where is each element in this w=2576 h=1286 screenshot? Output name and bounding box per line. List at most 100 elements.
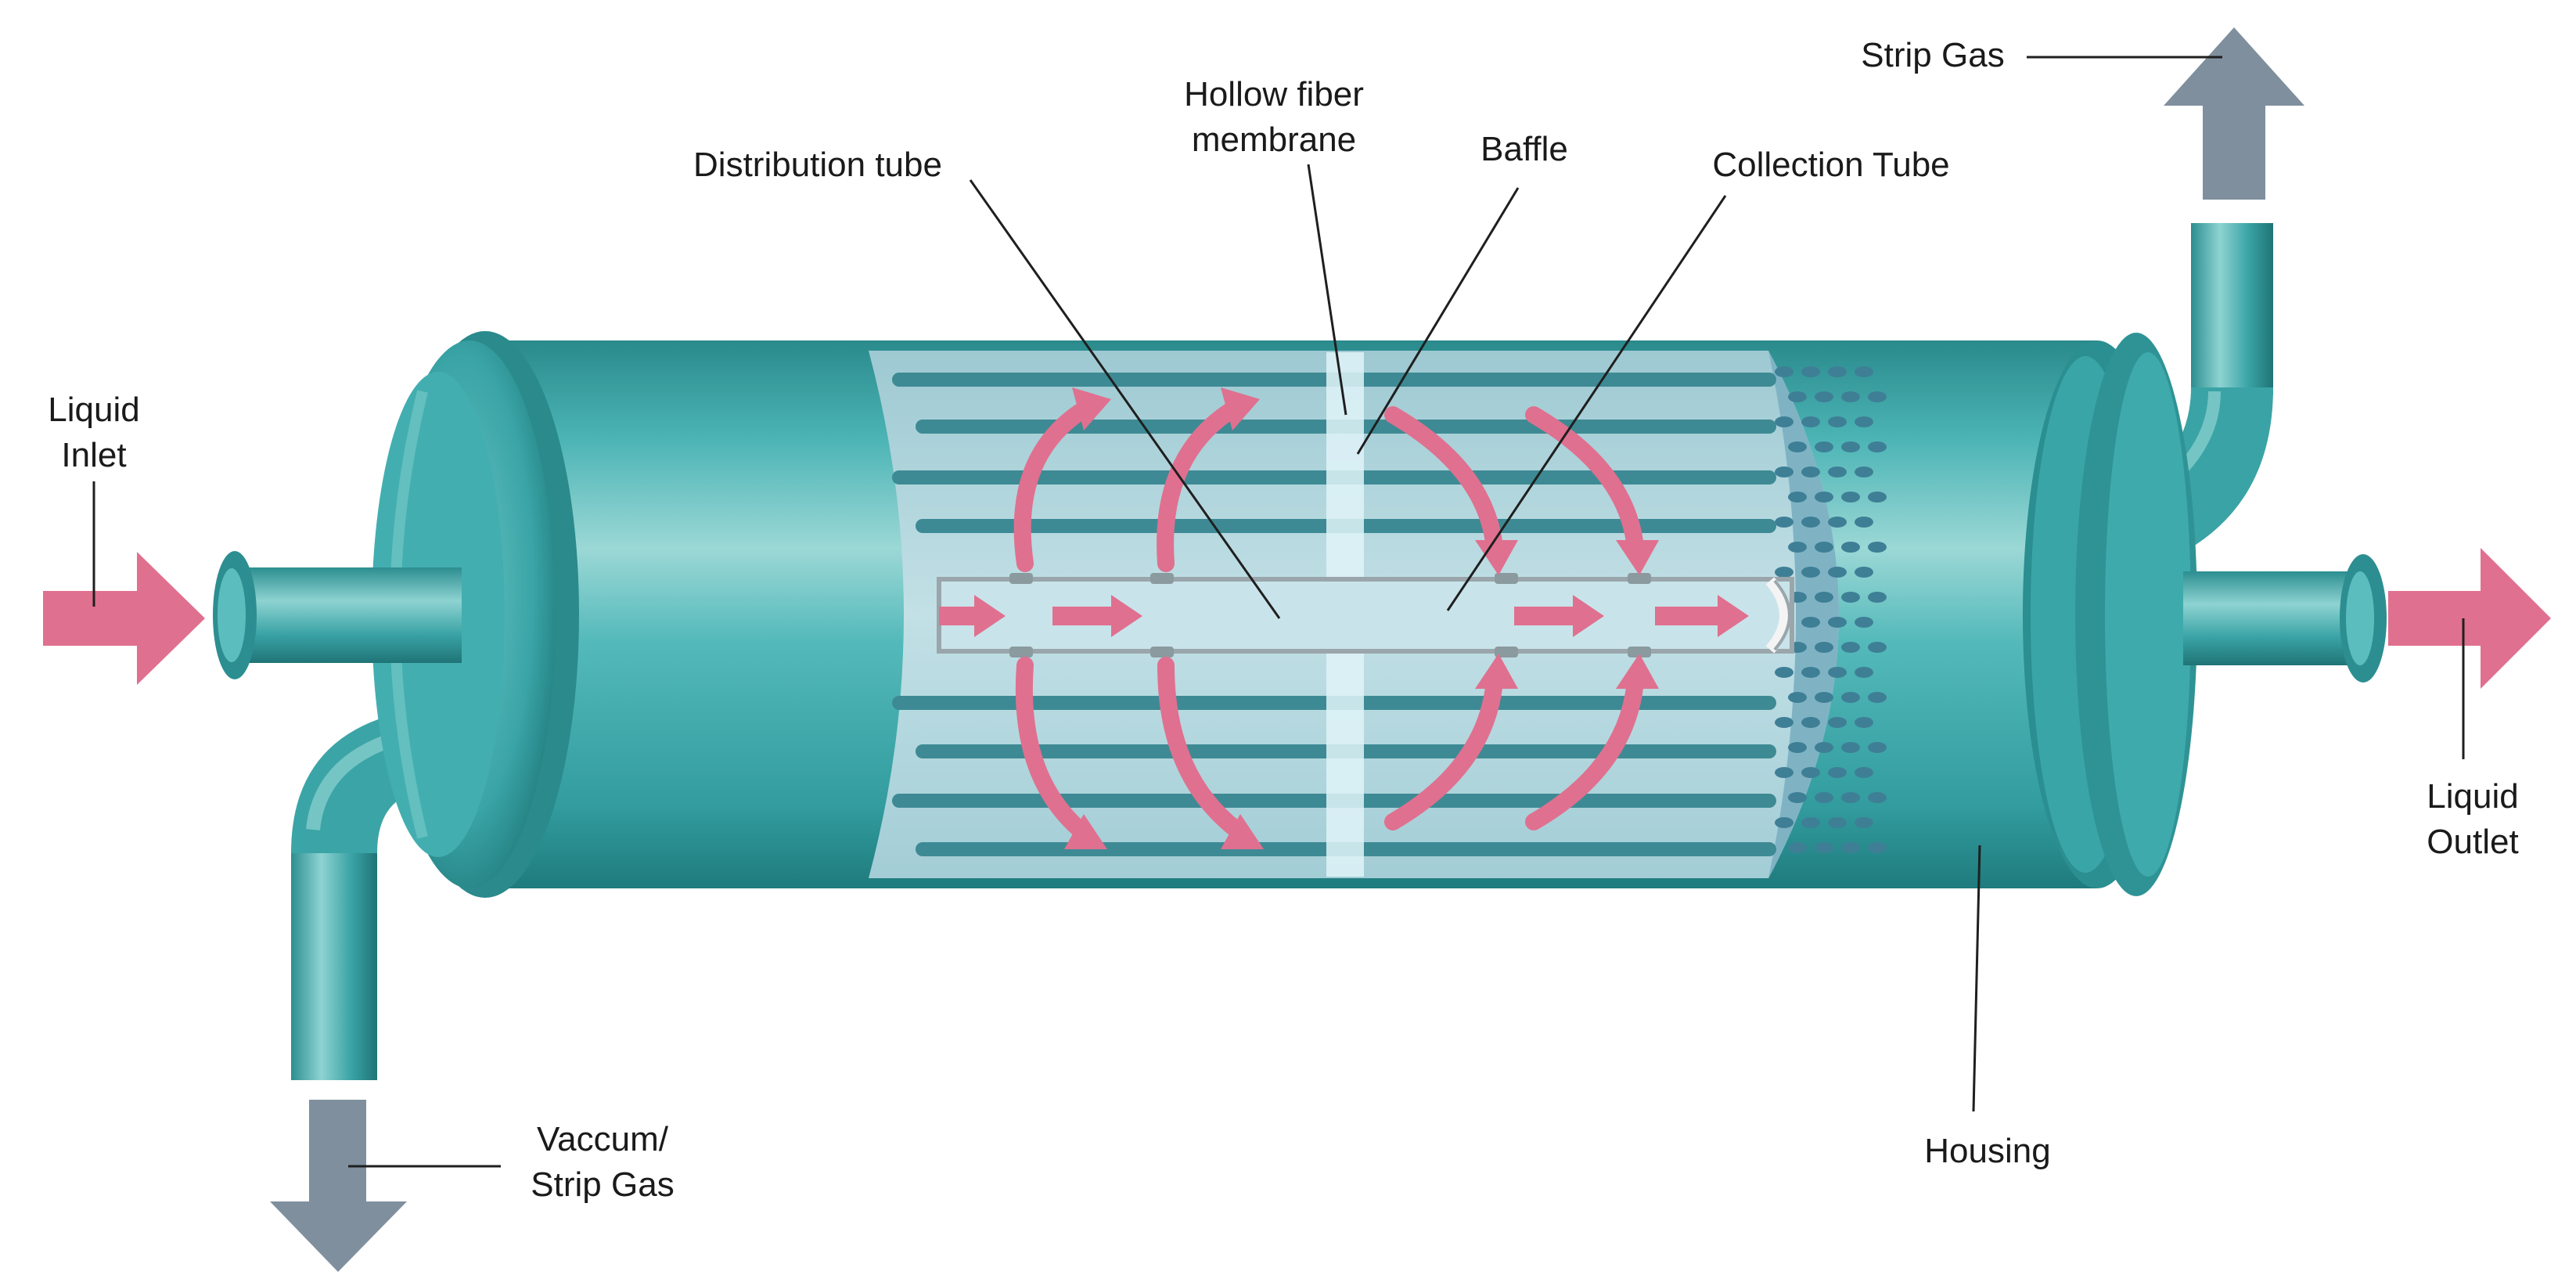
endplate-hole bbox=[1841, 441, 1860, 452]
liquid-inlet-arrow bbox=[43, 552, 205, 685]
vacuum-arrow bbox=[270, 1100, 407, 1272]
endplate-hole bbox=[1801, 517, 1820, 528]
shell-flow-arrows bbox=[1013, 398, 1644, 838]
endplate-hole bbox=[1841, 692, 1860, 703]
label-hollow-fiber-line1: Hollow fiber bbox=[1184, 75, 1364, 113]
endplate-hole bbox=[1788, 792, 1807, 803]
endplate-hole bbox=[1801, 667, 1820, 678]
endplate-hole bbox=[1828, 717, 1847, 728]
endplate-hole bbox=[1828, 517, 1847, 528]
label-vacuum-line1: Vaccum/ bbox=[537, 1120, 669, 1158]
endplate-hole bbox=[1828, 416, 1847, 427]
endplate-hole bbox=[1815, 441, 1833, 452]
endplate-hole bbox=[1868, 492, 1887, 503]
endplate-hole bbox=[1868, 542, 1887, 553]
endplate-hole bbox=[1801, 817, 1820, 828]
endplate-hole bbox=[1788, 441, 1807, 452]
endplate-hole bbox=[1855, 667, 1873, 678]
endplate-hole bbox=[1775, 366, 1793, 377]
endplate-hole bbox=[1775, 517, 1793, 528]
shell-flow-arrowheads bbox=[1064, 387, 1659, 849]
endplate-hole bbox=[1868, 692, 1887, 703]
endplate-hole bbox=[1868, 742, 1887, 753]
endplate-hole bbox=[1841, 542, 1860, 553]
endplate-hole bbox=[1788, 692, 1807, 703]
endplate-hole bbox=[1815, 391, 1833, 402]
endplate-hole bbox=[1815, 692, 1833, 703]
endplate-hole bbox=[1801, 366, 1820, 377]
leader-lines bbox=[92, 56, 2465, 1168]
endplate-hole bbox=[1801, 767, 1820, 778]
endplate-hole bbox=[1801, 617, 1820, 628]
strip-gas-arrow bbox=[2164, 27, 2304, 200]
endplate-hole bbox=[1788, 842, 1807, 853]
endplate-hole bbox=[1868, 842, 1887, 853]
liquid-outlet-pipe bbox=[2183, 554, 2387, 683]
endplate-hole bbox=[1815, 792, 1833, 803]
endplate-hole bbox=[1828, 667, 1847, 678]
label-distribution-tube: Distribution tube bbox=[693, 146, 942, 184]
endplate-hole bbox=[1841, 642, 1860, 653]
endplate-hole bbox=[1815, 642, 1833, 653]
endplate-hole bbox=[1841, 391, 1860, 402]
endplate-hole bbox=[1788, 742, 1807, 753]
endplate-hole bbox=[1828, 817, 1847, 828]
endplate-hole bbox=[1788, 492, 1807, 503]
endplate-hole bbox=[1775, 667, 1793, 678]
endplate-hole bbox=[1815, 592, 1833, 603]
endplate-hole bbox=[1855, 717, 1873, 728]
endplate-hole bbox=[1815, 842, 1833, 853]
label-liquid-inlet-line2: Inlet bbox=[61, 436, 126, 474]
endplate-hole bbox=[1868, 642, 1887, 653]
endplate-hole bbox=[1775, 817, 1793, 828]
liquid-outlet-arrow bbox=[2388, 548, 2551, 689]
endplate-hole bbox=[1868, 792, 1887, 803]
label-vacuum-line2: Strip Gas bbox=[531, 1165, 674, 1204]
endplate-hole bbox=[1855, 466, 1873, 477]
endplate-hole bbox=[1815, 492, 1833, 503]
endplate-hole bbox=[1828, 466, 1847, 477]
endplate-hole bbox=[1828, 767, 1847, 778]
label-strip-gas: Strip Gas bbox=[1861, 36, 2004, 74]
label-collection-tube: Collection Tube bbox=[1712, 146, 1949, 184]
label-baffle: Baffle bbox=[1480, 130, 1568, 168]
endplate-hole bbox=[1815, 742, 1833, 753]
endplate-hole bbox=[1841, 492, 1860, 503]
endplate-hole bbox=[1855, 617, 1873, 628]
endplate-hole bbox=[1801, 717, 1820, 728]
endplate-hole bbox=[1801, 466, 1820, 477]
endplate-hole bbox=[1841, 792, 1860, 803]
label-housing: Housing bbox=[1924, 1132, 2050, 1170]
endplate-hole bbox=[1868, 441, 1887, 452]
endplate-hole bbox=[1775, 466, 1793, 477]
endplate-hole bbox=[1788, 391, 1807, 402]
endplate-hole bbox=[1855, 817, 1873, 828]
label-hollow-fiber-line2: membrane bbox=[1192, 121, 1356, 159]
endplate-hole bbox=[1788, 542, 1807, 553]
endplate-hole bbox=[1855, 416, 1873, 427]
endplate-hole bbox=[1868, 592, 1887, 603]
endplate-hole bbox=[1775, 767, 1793, 778]
endplate-hole bbox=[1775, 567, 1793, 578]
endplate-hole bbox=[1828, 617, 1847, 628]
endplate-hole bbox=[1855, 767, 1873, 778]
endplate-hole bbox=[1801, 567, 1820, 578]
endplate-hole bbox=[1868, 391, 1887, 402]
endplate-hole bbox=[1841, 842, 1860, 853]
endplate-hole bbox=[1828, 567, 1847, 578]
label-liquid-outlet-line2: Outlet bbox=[2427, 823, 2518, 861]
endplate-hole bbox=[1828, 366, 1847, 377]
endplate-hole bbox=[1855, 517, 1873, 528]
endplate-hole bbox=[1855, 567, 1873, 578]
label-liquid-inlet-line1: Liquid bbox=[48, 391, 139, 429]
tube-flow-arrows bbox=[939, 595, 1749, 637]
endplate-hole bbox=[1841, 742, 1860, 753]
endplate-hole bbox=[1775, 717, 1793, 728]
endplate-hole bbox=[1775, 416, 1793, 427]
liquid-inlet-pipe bbox=[213, 551, 462, 679]
endplate-hole bbox=[1841, 592, 1860, 603]
label-liquid-outlet-line1: Liquid bbox=[2427, 777, 2518, 816]
right-end-flange bbox=[2075, 333, 2197, 896]
endplate-hole bbox=[1815, 542, 1833, 553]
